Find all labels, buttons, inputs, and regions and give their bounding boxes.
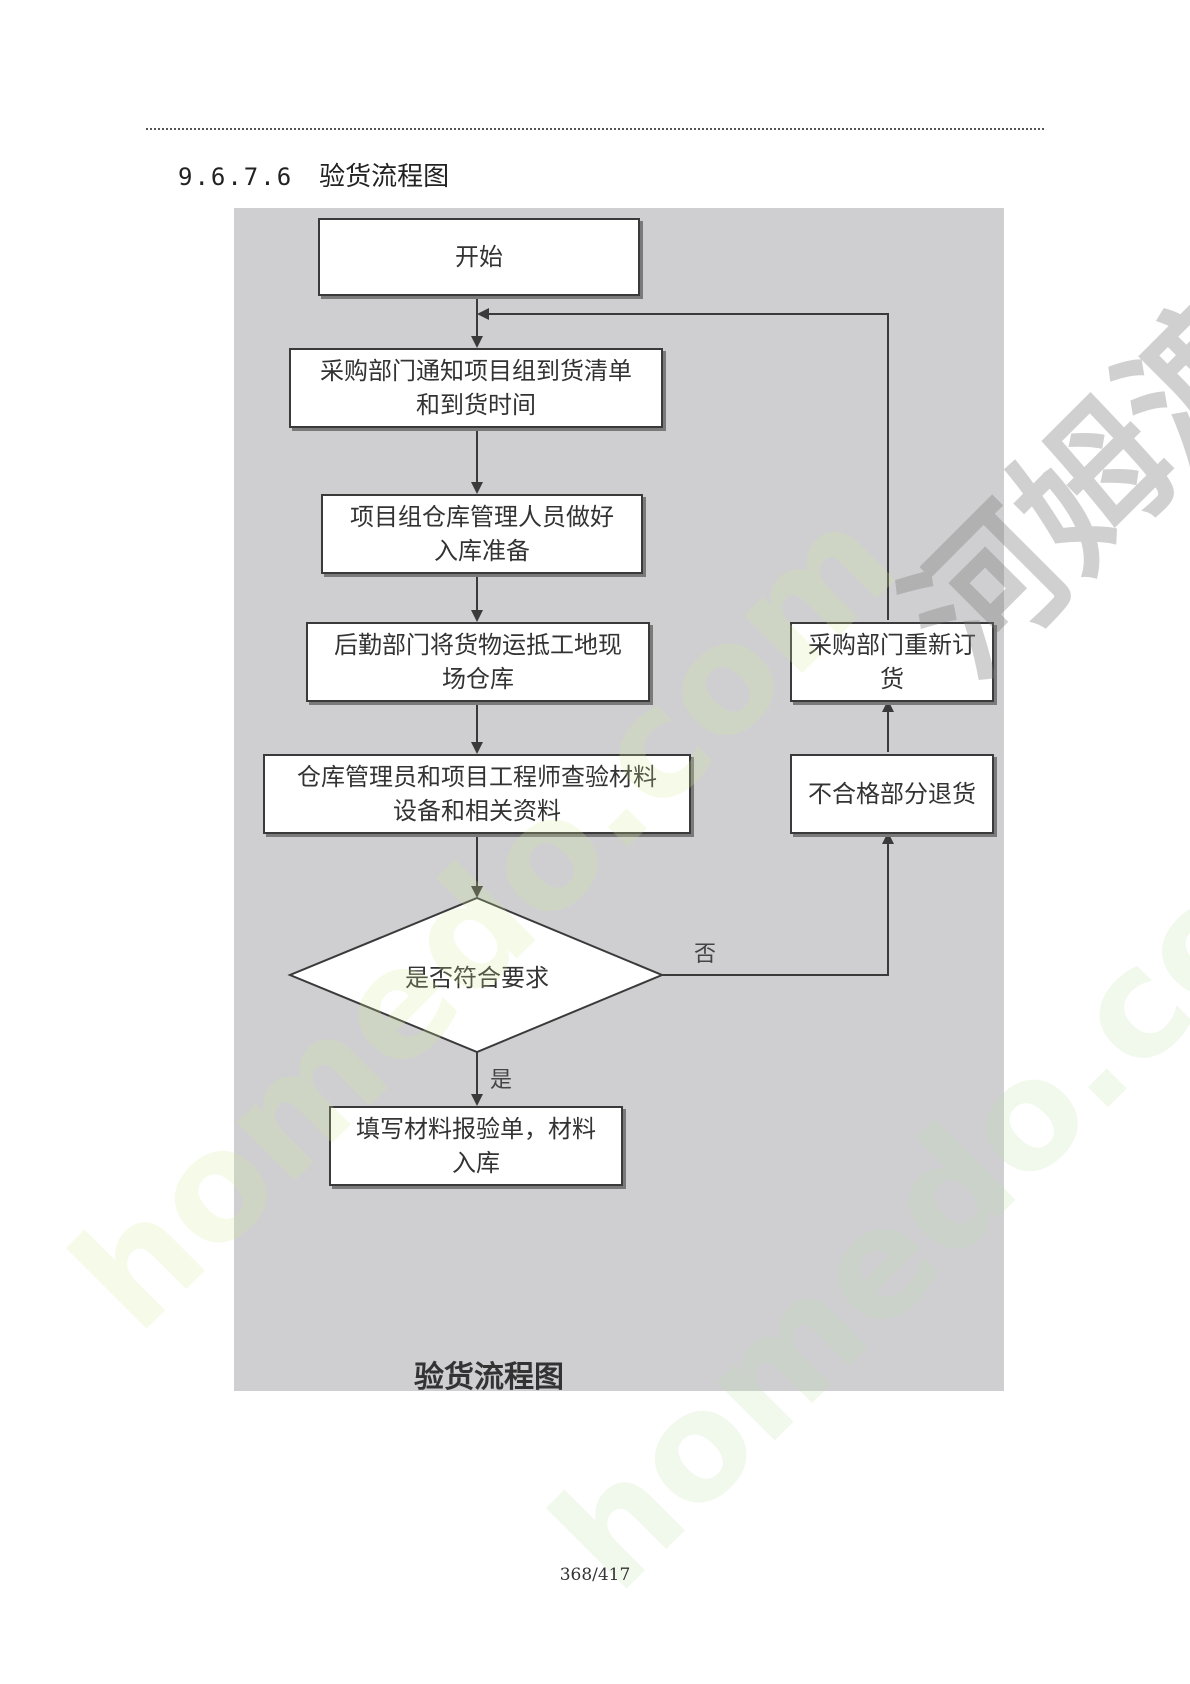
final-node: 填写材料报验单，材料 入库 [329,1106,623,1186]
step-prepare-storage-line1: 项目组仓库管理人员做好 [350,503,614,531]
step-prepare-storage: 项目组仓库管理人员做好 入库准备 [321,494,643,574]
header-rule [146,128,1044,130]
final-line1: 填写材料报验单，材料 [356,1115,596,1143]
edge-reorder-loop [477,308,889,620]
decision-diamond [287,896,665,1054]
start-node: 开始 [318,218,640,296]
final-line2: 入库 [452,1149,500,1177]
step-deliver-goods-line2: 场仓库 [442,665,514,693]
section-title: 验货流程图 [319,162,450,192]
flowchart-caption: 验货流程图 [414,1360,564,1395]
reorder-line2: 货 [880,665,904,693]
step-deliver-goods-line1: 后勤部门将货物运抵工地现 [334,631,622,659]
return-goods-node: 不合格部分退货 [790,754,994,834]
step-notify-arrival-line2: 和到货时间 [416,391,536,419]
step-inspect-materials-line1: 仓库管理员和项目工程师查验材料 [297,763,657,791]
return-goods-label: 不合格部分退货 [808,780,976,808]
step-inspect-materials: 仓库管理员和项目工程师查验材料 设备和相关资料 [263,754,691,834]
step-notify-arrival-line1: 采购部门通知项目组到货清单 [320,357,632,385]
edge-decision-return [662,832,894,976]
reorder-node: 采购部门重新订 货 [790,622,994,702]
step-notify-arrival: 采购部门通知项目组到货清单 和到货时间 [289,348,663,428]
section-number: 9.6.7.6 [178,163,294,191]
step-prepare-storage-line2: 入库准备 [434,537,530,565]
reorder-line1: 采购部门重新订 [808,631,976,659]
step-deliver-goods: 后勤部门将货物运抵工地现 场仓库 [306,622,650,702]
section-heading: 9.6.7.6 验货流程图 [178,156,449,193]
decision-label: 是否符合要求 [405,964,549,992]
no-label: 否 [694,942,717,967]
yes-label: 是 [490,1068,513,1093]
page-number: 368/417 [559,1565,631,1585]
start-label: 开始 [455,243,503,271]
step-inspect-materials-line2: 设备和相关资料 [393,797,561,825]
